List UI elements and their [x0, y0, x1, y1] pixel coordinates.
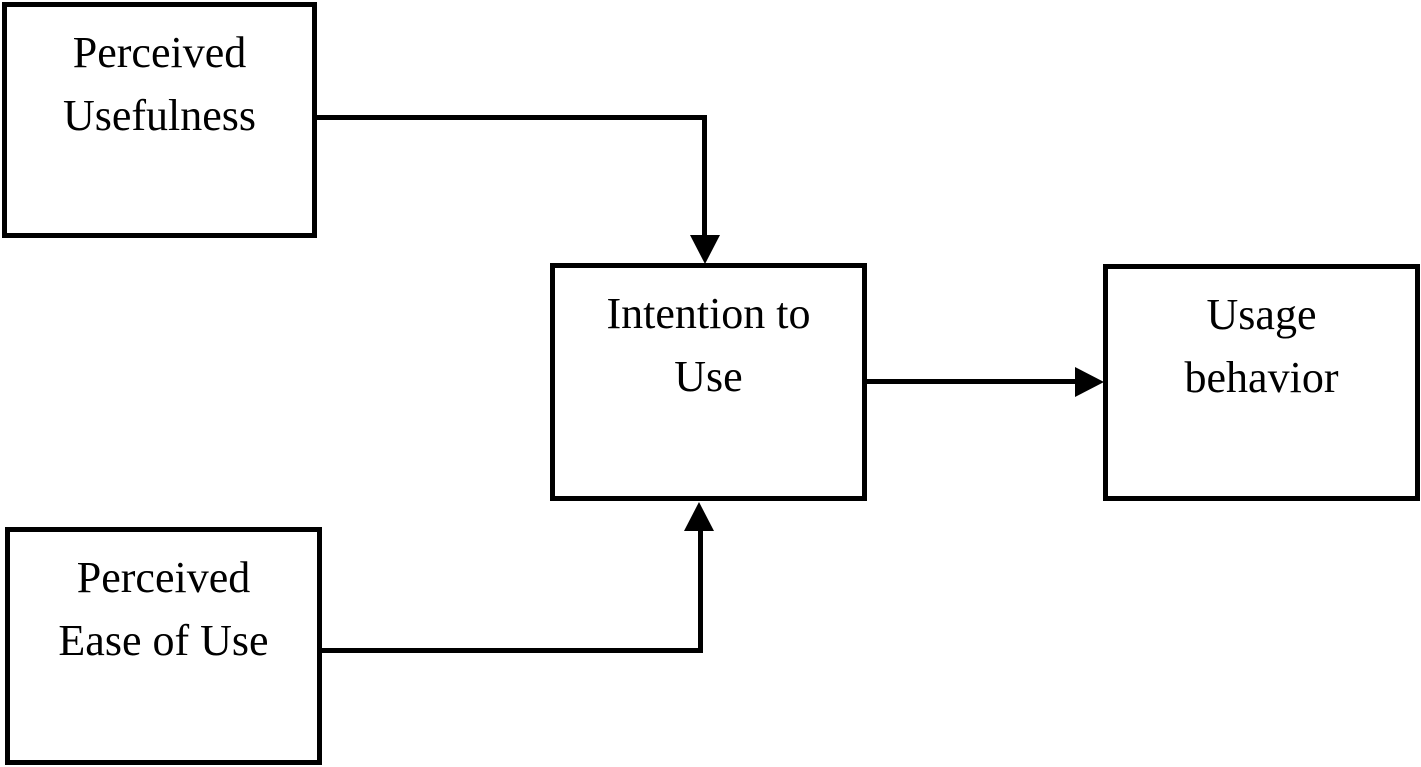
node-label-line: Perceived — [72, 28, 247, 77]
node-label-line: Use — [674, 352, 743, 401]
node-label-line: Usefulness — [62, 91, 257, 140]
peou-to-iu-connector-vertical — [698, 529, 703, 653]
arrowhead-down-icon — [690, 235, 720, 264]
node-perceived-usefulness: Perceived Usefulness — [2, 2, 317, 238]
node-intention-to-use: Intention to Use — [550, 263, 867, 501]
node-label-line: Ease of Use — [58, 616, 269, 665]
arrowhead-up-icon — [684, 502, 714, 531]
arrowhead-right-icon — [1075, 367, 1104, 397]
peou-to-iu-connector-horizontal — [320, 648, 702, 653]
node-label-line: Intention to — [606, 289, 811, 338]
pu-to-iu-connector-horizontal — [317, 115, 707, 120]
pu-to-iu-connector-vertical — [702, 115, 707, 236]
node-label-line: Perceived — [76, 553, 251, 602]
node-label-line: Usage — [1206, 290, 1317, 339]
node-label-line: behavior — [1184, 353, 1339, 402]
node-usage-behavior: Usage behavior — [1103, 264, 1420, 501]
iu-to-ub-connector-horizontal — [867, 379, 1075, 384]
node-perceived-ease-of-use: Perceived Ease of Use — [5, 527, 322, 765]
